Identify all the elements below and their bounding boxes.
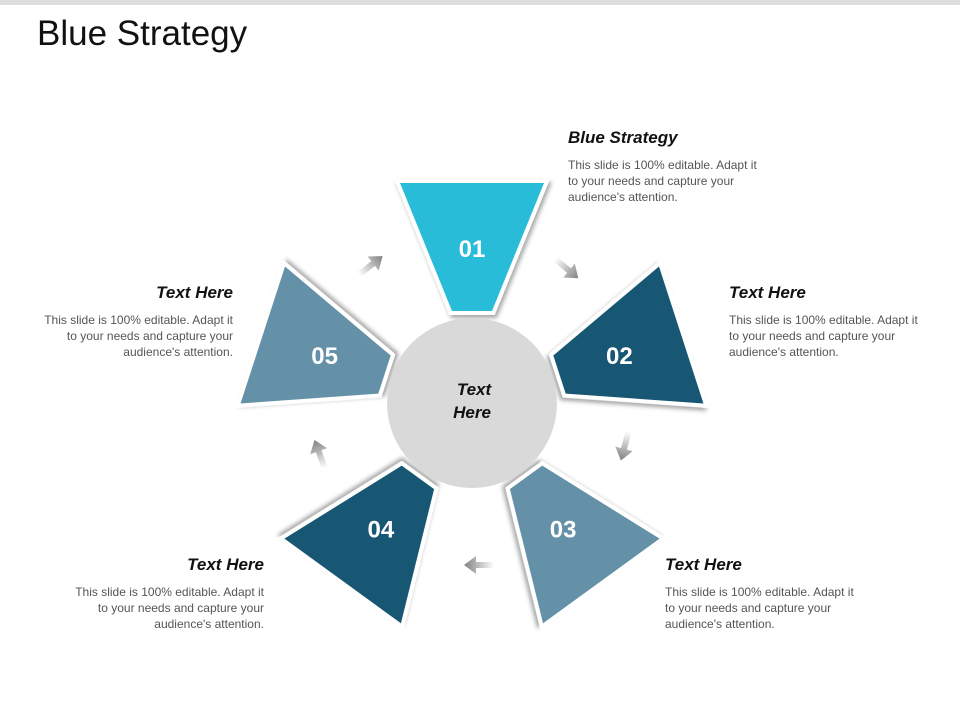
callout-05: Text Here This slide is 100% editable. A… (33, 283, 233, 360)
callout-body: This slide is 100% editable. Adapt it to… (44, 313, 233, 359)
callout-heading: Text Here (665, 555, 742, 574)
callout-heading: Blue Strategy (568, 128, 678, 147)
segment-shape (240, 266, 391, 404)
flow-arrow-2-to-3 (615, 430, 633, 461)
flow-arrow-5-to-1 (357, 256, 383, 277)
segment-03: 03 (505, 460, 667, 631)
slide-title: Blue Strategy (37, 14, 248, 53)
segment-shape (400, 183, 544, 311)
callout-body: This slide is 100% editable. Adapt it to… (665, 585, 854, 631)
flow-arrow-3-to-4 (464, 556, 494, 574)
segment-shape (509, 465, 660, 624)
segment-number: 04 (368, 516, 395, 543)
segment-number: 02 (606, 343, 633, 370)
center-label-line2: Here (453, 403, 491, 422)
segment-number: 05 (311, 343, 338, 370)
callout-01: Blue Strategy This slide is 100% editabl… (568, 128, 768, 205)
segment-04: 04 (277, 460, 439, 631)
segment-02: 02 (548, 259, 710, 408)
segment-shape (553, 266, 704, 404)
callout-heading: Text Here (156, 283, 233, 302)
callout-02: Text Here This slide is 100% editable. A… (729, 283, 929, 360)
callout-03: Text Here This slide is 100% editable. A… (665, 555, 865, 632)
top-bar (0, 0, 960, 5)
flow-arrow-4-to-5 (310, 439, 328, 470)
callout-heading: Text Here (187, 555, 264, 574)
segment-number: 01 (459, 236, 486, 263)
segment-05: 05 (234, 259, 396, 408)
callout-body: This slide is 100% editable. Adapt it to… (568, 158, 757, 204)
flow-arrow-1-to-2 (553, 256, 579, 279)
segment-01: 01 (394, 179, 550, 315)
center-label-line1: Text (457, 380, 493, 399)
segment-number: 03 (550, 516, 577, 543)
callout-heading: Text Here (729, 283, 806, 302)
center-circle (387, 318, 557, 488)
callout-body: This slide is 100% editable. Adapt it to… (729, 313, 918, 359)
callout-04: Text Here This slide is 100% editable. A… (64, 555, 264, 632)
segment-shape (284, 465, 435, 624)
callout-body: This slide is 100% editable. Adapt it to… (75, 585, 264, 631)
